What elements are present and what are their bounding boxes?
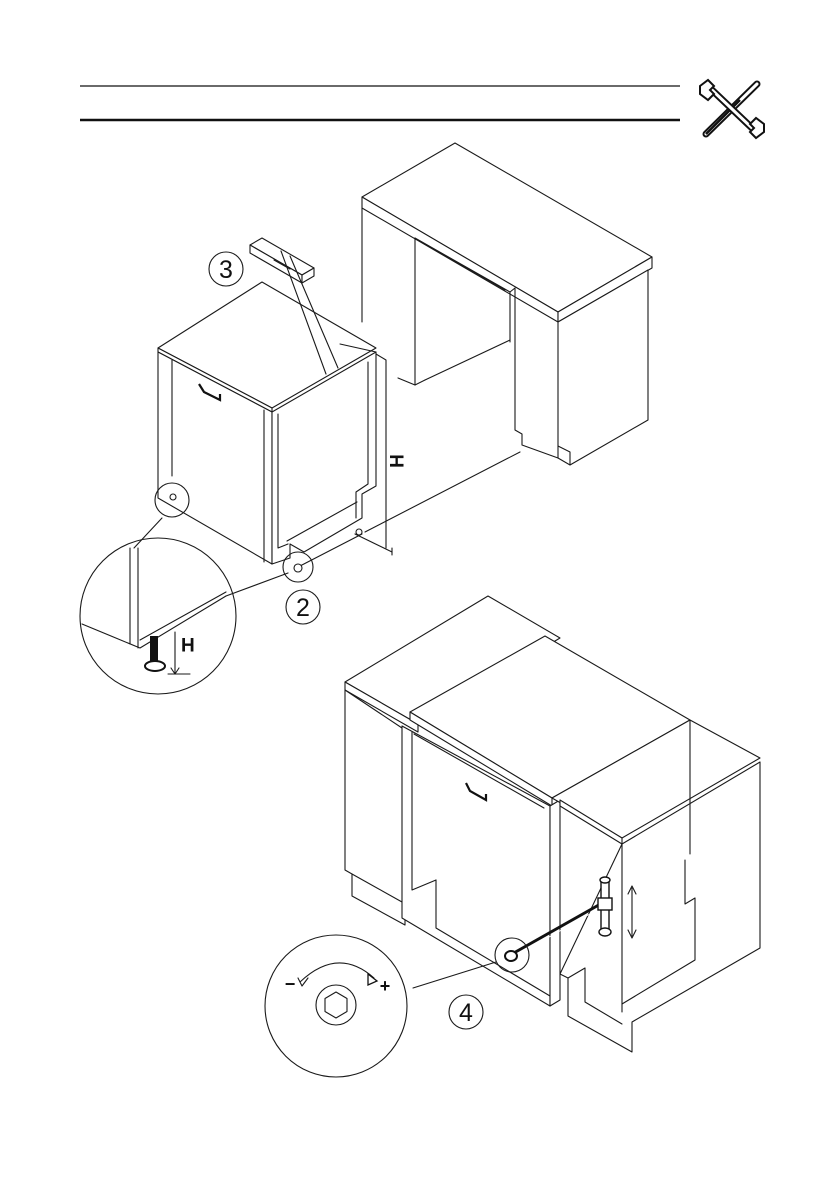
callout-2: 2 xyxy=(286,590,320,624)
callout-3-number: 3 xyxy=(219,256,233,284)
callout-4: 4 xyxy=(449,995,483,1029)
installed-dishwasher xyxy=(345,596,760,1052)
callout-4-number: 4 xyxy=(459,999,473,1027)
dishwasher-appliance xyxy=(158,282,520,572)
height-label-detail: H xyxy=(181,636,195,657)
adjust-minus-sign: − xyxy=(285,974,296,994)
height-label-side: H xyxy=(388,454,409,468)
tools-icon xyxy=(700,80,764,138)
adjust-plus-sign: + xyxy=(380,976,391,996)
callout-3: 3 xyxy=(209,252,243,286)
callout-2-number: 2 xyxy=(296,594,310,622)
kitchen-cabinet-empty xyxy=(362,143,652,465)
